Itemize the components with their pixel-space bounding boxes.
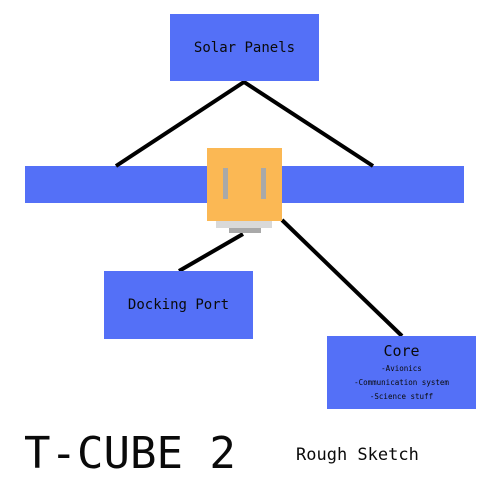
cube-slot-right — [261, 168, 266, 199]
docking-port-label-box: Docking Port — [104, 271, 253, 339]
core-item-avionics: -Avionics — [381, 363, 422, 373]
core-item-communication: -Communication system — [354, 377, 449, 387]
satellite-cube-body — [207, 148, 282, 221]
solar-panels-label: Solar Panels — [193, 39, 296, 56]
core-item-science: -Science stuff — [369, 391, 434, 401]
core-title: Core — [383, 341, 420, 360]
docking-port-connector — [177, 232, 245, 273]
solar-panels-label-box: Solar Panels — [170, 14, 319, 81]
cube-slot-left — [223, 168, 228, 199]
diagram-subtitle: Rough Sketch — [296, 445, 419, 465]
docking-plate — [216, 221, 272, 228]
core-label-box: Core -Avionics -Communication system -Sc… — [327, 336, 476, 409]
diagram-title: T-CUBE 2 — [24, 428, 236, 479]
docking-stub — [229, 228, 261, 233]
core-connector — [280, 218, 404, 338]
docking-port-label: Docking Port — [127, 297, 230, 313]
